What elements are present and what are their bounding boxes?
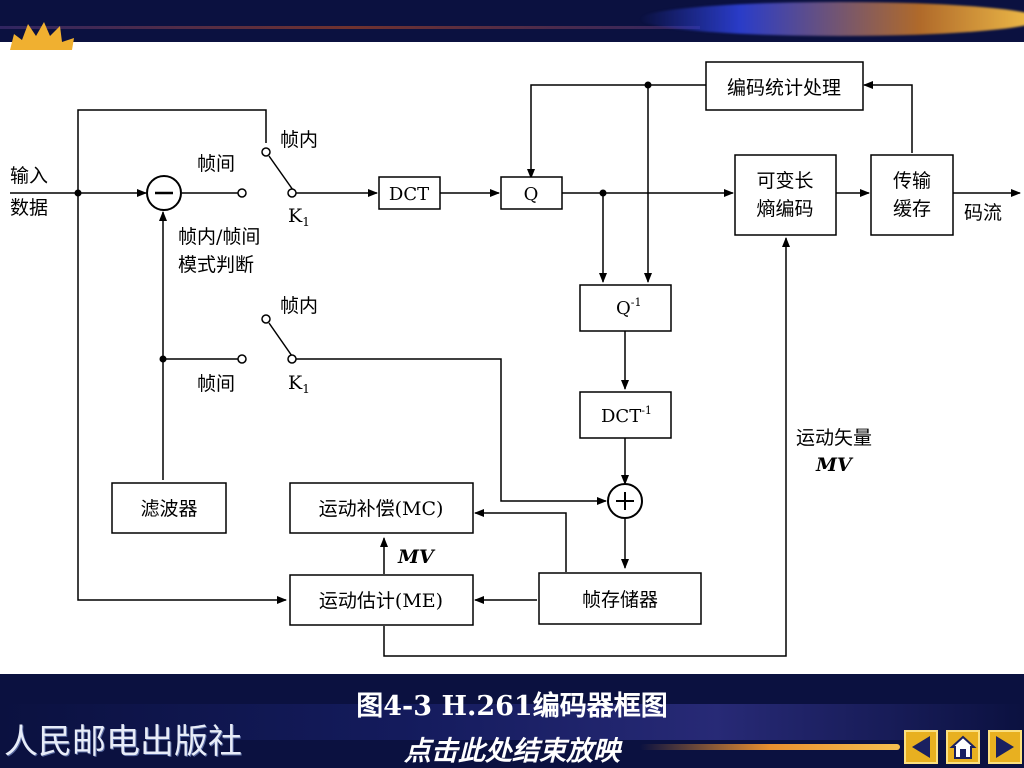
interframe-contact-2 [237,354,247,364]
intraframe-contact-2 [261,314,271,324]
coding-statistics-block [705,61,864,111]
prev-slide-button[interactable] [904,730,938,764]
home-button[interactable] [946,730,980,764]
k1-label: K1 [288,205,310,229]
motion-compensation-block [289,482,474,534]
banner-stripe [0,26,700,29]
input-label-2: 数据 [10,197,48,219]
motion-vector-label-2: MV [815,454,854,476]
footer-band [0,704,1024,740]
input-label-1: 输入 [10,165,48,187]
q-label: Q [524,184,539,205]
vlc-entropy-block [734,154,837,236]
publisher-logo: 人民邮电出版社 [4,722,242,762]
mv-small-label: MV [397,546,436,568]
interframe-label: 帧间 [197,153,235,175]
stats-label: 编码统计处理 [727,77,841,99]
mc-label: 运动补偿(MC) [319,498,444,520]
iq-label: Q-1 [616,296,641,319]
k1-label-2: K1 [288,372,310,396]
intraframe-label-2: 帧内 [280,295,318,317]
frame-store-block [538,572,702,625]
intraframe-label: 帧内 [280,129,318,151]
prev-arrow-icon [912,736,930,758]
buffer-label-2: 缓存 [893,198,931,220]
quantizer-block [500,176,563,210]
h261-encoder-diagram: 输入 数据 帧间 帧内 K1 帧内/帧间 模式判断 帧内 帧间 K1 DCT Q… [10,61,1021,657]
mode-decision-label-1: 帧内/帧间 [178,226,260,248]
figure-caption: 图4-3 H.261编码器框图 [356,691,668,722]
top-banner [0,0,1024,42]
interframe-contact [237,188,247,198]
idct-block [579,391,672,439]
switch-k1-pivot-2 [287,354,297,364]
idct-label: DCT-1 [601,404,652,427]
vlc-label-2: 熵编码 [756,198,813,220]
frame-store-label: 帧存储器 [582,589,658,611]
motion-estimation-block [289,574,474,626]
dct-label: DCT [389,184,429,205]
transmit-buffer-block [870,154,954,236]
motion-vector-label-1: 运动矢量 [796,427,872,449]
dct-block [378,176,441,210]
filter-block [111,482,227,534]
bitstream-label: 码流 [964,202,1002,224]
inverse-quantizer-block [579,284,672,332]
buffer-label-1: 传输 [893,170,931,192]
end-show-link[interactable]: 点击此处结束放映 [404,736,620,767]
next-slide-button[interactable] [988,730,1022,764]
vlc-label-1: 可变长 [756,170,813,192]
filter-label: 滤波器 [140,498,197,520]
intraframe-contact [261,147,271,157]
next-arrow-icon [996,736,1014,758]
interframe-label-2: 帧间 [197,373,235,395]
gear-icon [10,22,74,50]
home-icon [949,735,977,759]
mode-decision-label-2: 模式判断 [178,254,254,276]
footer-orange-stripe [640,744,900,750]
footer-bar: 图4-3 H.261编码器框图 人民邮电出版社 点击此处结束放映 [0,674,1024,768]
me-label: 运动估计(ME) [319,590,443,612]
banner-glow [640,2,1024,36]
switch-k1-pivot [287,188,297,198]
